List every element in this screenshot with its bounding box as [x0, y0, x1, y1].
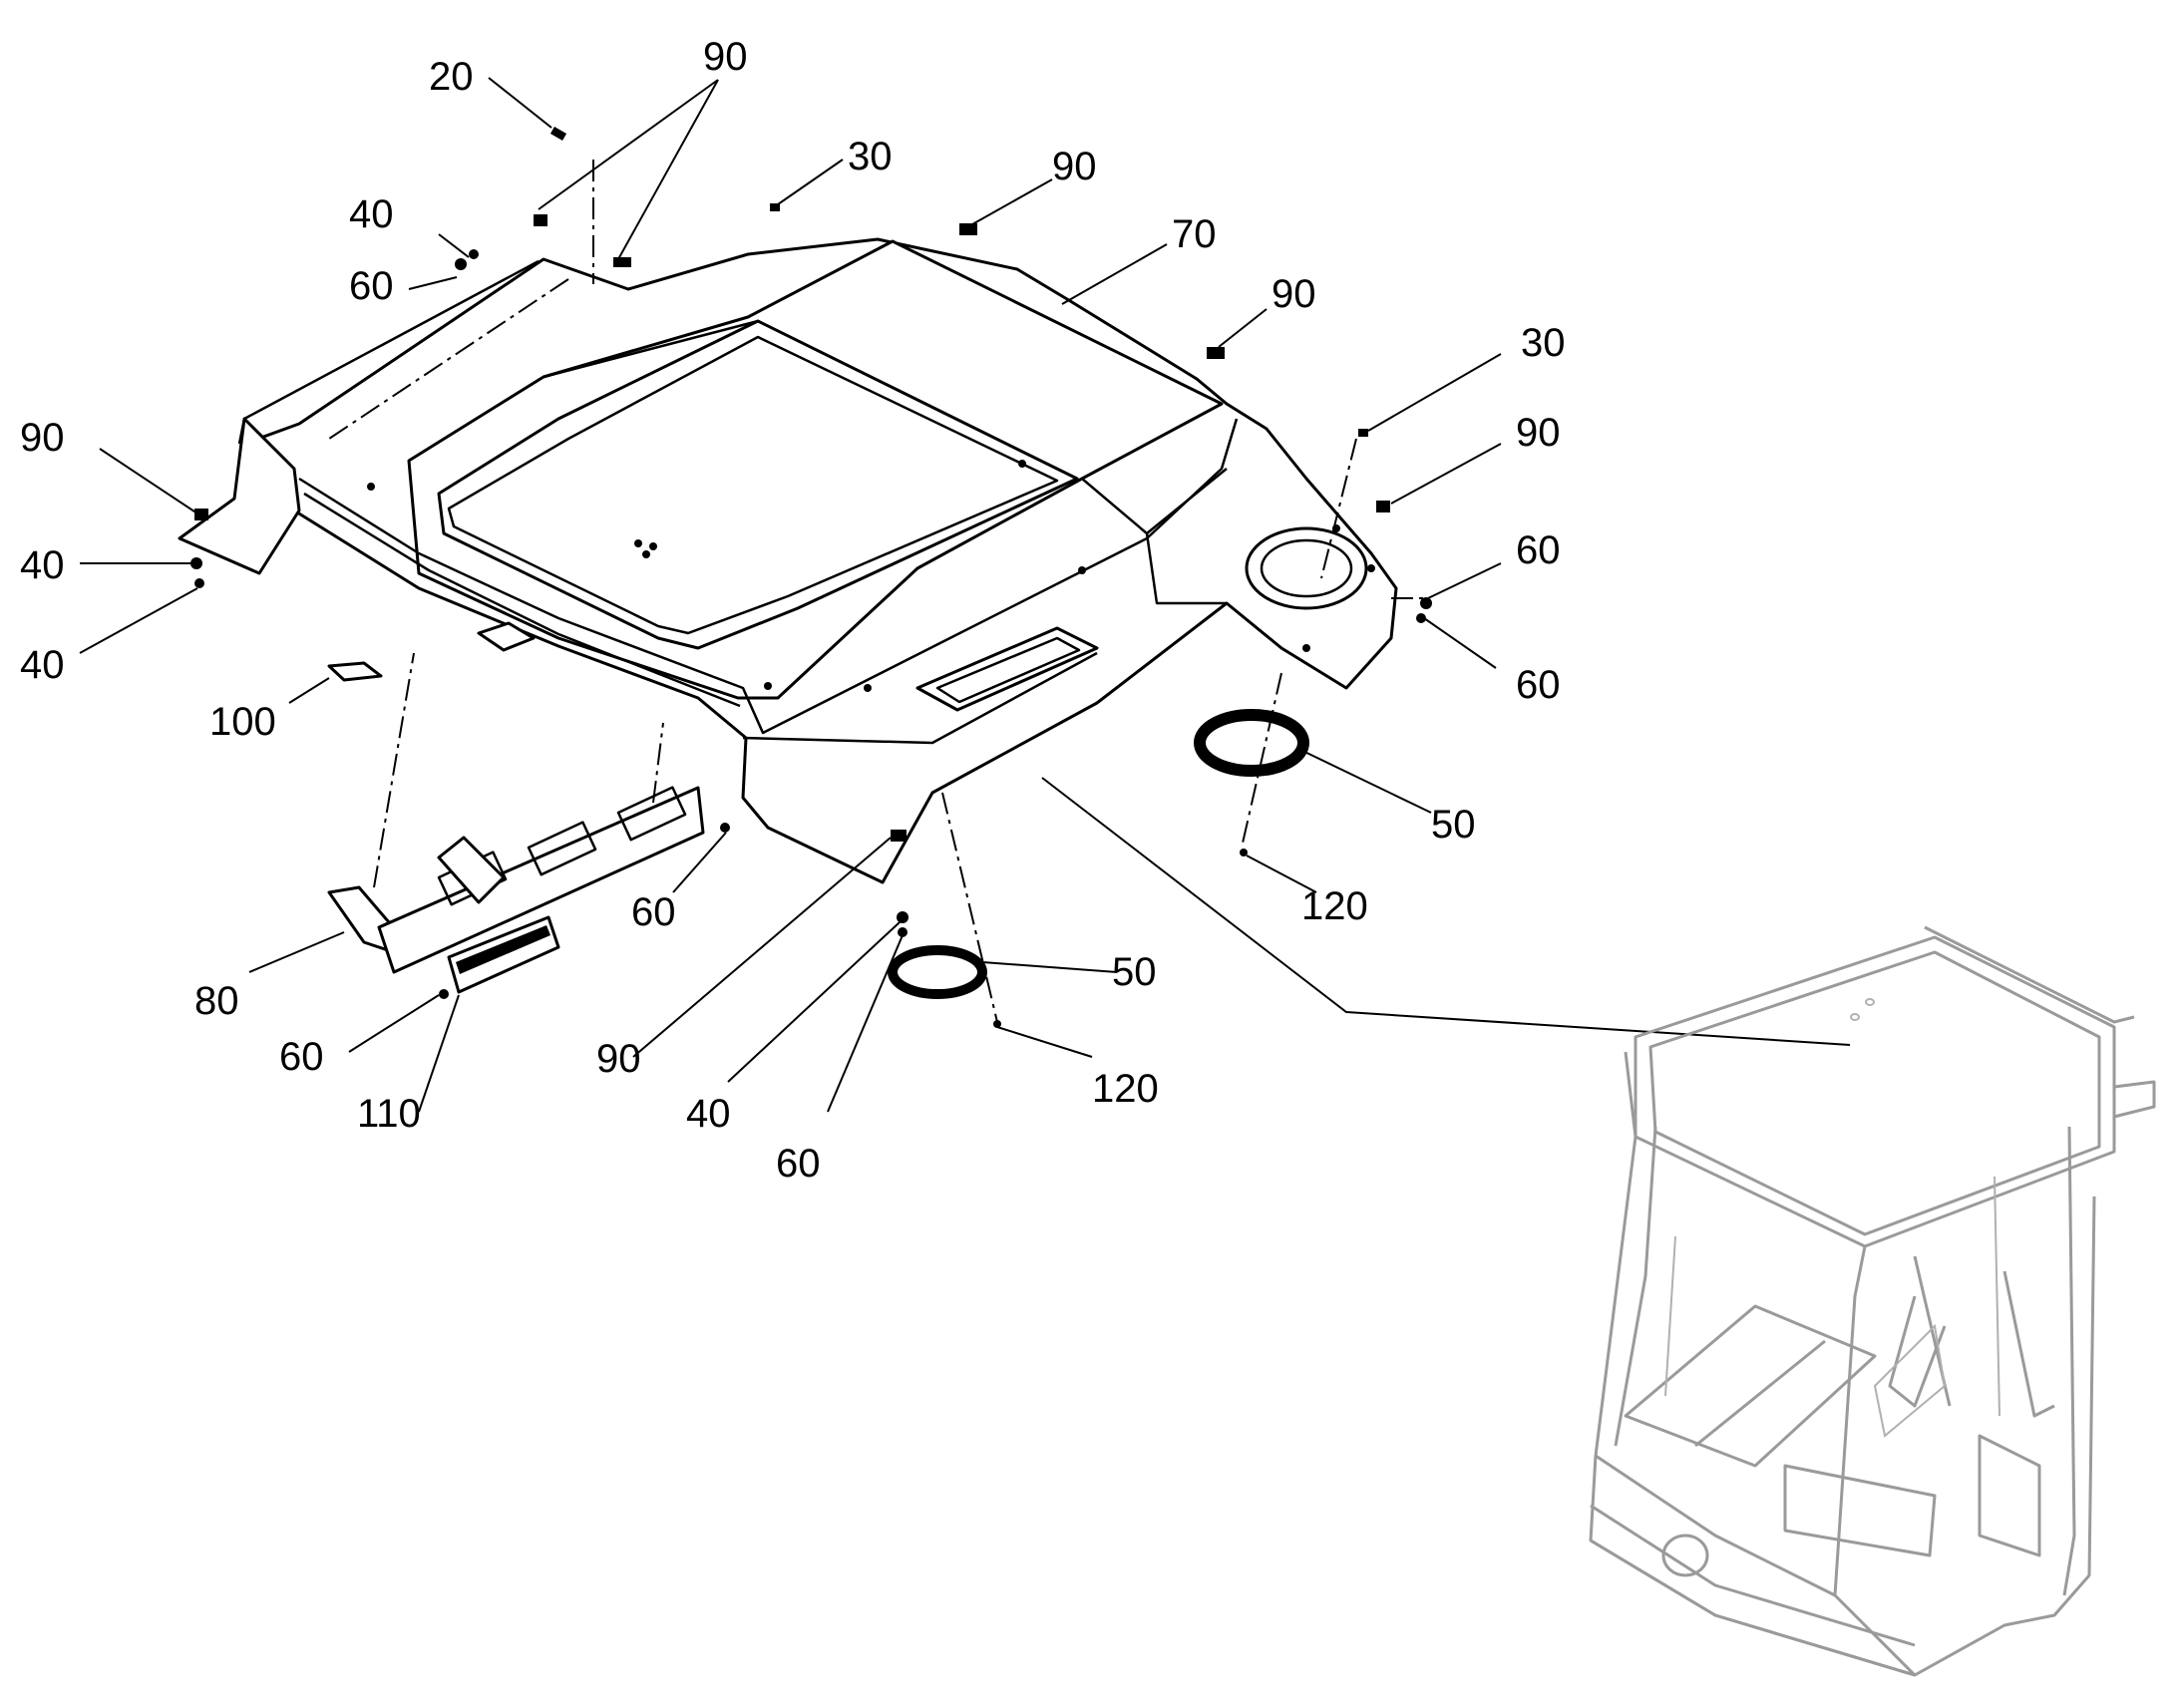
- seal-50-right: [1194, 709, 1309, 777]
- callout-labels: 20 90 30 90 70 40 60 90 30 90 90 40 60 4…: [20, 35, 1566, 1186]
- callout-50: 50: [1431, 803, 1476, 847]
- callout-40: 40: [686, 1092, 731, 1136]
- assembly-center-lines: [328, 160, 1426, 1023]
- callout-90: 90: [596, 1037, 641, 1081]
- label-plate-100: [327, 661, 383, 682]
- bracket-110: [447, 915, 560, 994]
- callout-70: 70: [1172, 212, 1217, 256]
- callout-60: 60: [776, 1142, 821, 1186]
- callout-60: 60: [1516, 663, 1561, 707]
- fasteners: [190, 127, 1432, 1028]
- callout-40: 40: [349, 192, 394, 236]
- callout-30: 30: [848, 135, 893, 178]
- callout-60: 60: [631, 890, 676, 934]
- callout-90: 90: [1272, 272, 1316, 316]
- callout-40: 60: [1516, 528, 1561, 572]
- callout-90: 90: [20, 416, 65, 460]
- callout-90: 90: [703, 35, 748, 79]
- cab-location-view: [1589, 925, 2156, 1677]
- bracket-80: [327, 786, 705, 974]
- callout-120: 120: [1301, 884, 1368, 928]
- callout-20: 20: [429, 55, 474, 99]
- leader-lines: [79, 77, 1851, 1113]
- callout-110: 110: [357, 1092, 421, 1136]
- callout-40: 40: [20, 543, 65, 587]
- callout-90: 90: [1516, 411, 1561, 455]
- callout-120: 120: [1092, 1067, 1159, 1111]
- seal-50-left: [888, 945, 987, 999]
- roof-panel-70: [178, 237, 1398, 884]
- callout-30: 30: [1521, 321, 1566, 365]
- callout-60: 40: [20, 643, 65, 687]
- callout-50: 50: [1112, 950, 1157, 994]
- callout-100: 100: [209, 700, 276, 744]
- callout-60: 60: [279, 1035, 324, 1079]
- callout-80: 80: [194, 979, 239, 1023]
- callout-90: 90: [1052, 145, 1097, 188]
- callout-60: 60: [349, 264, 394, 308]
